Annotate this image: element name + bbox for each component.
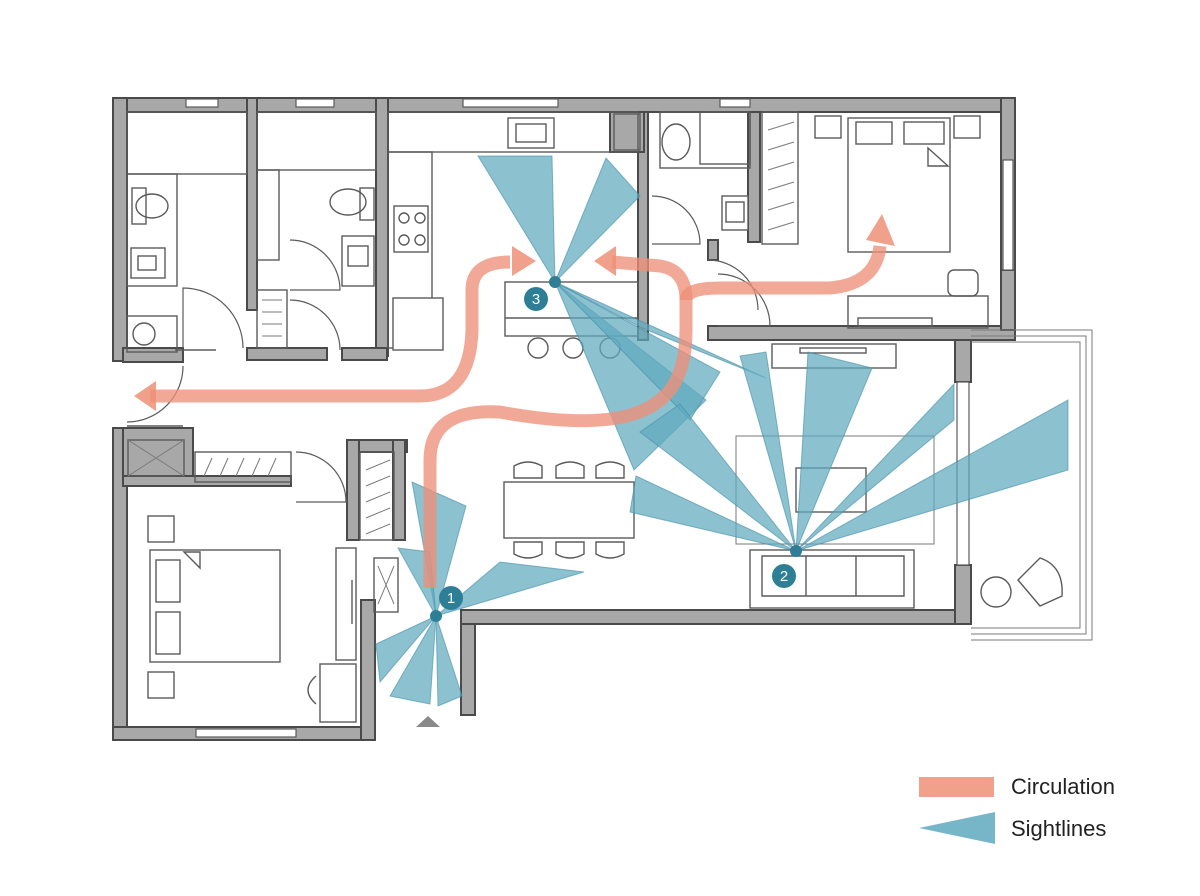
- circulation-path: [611, 255, 693, 301]
- dresser: [335, 547, 357, 661]
- sightline-cone: [639, 403, 797, 552]
- marker-label: 3: [532, 291, 540, 308]
- balcony-side-table: [980, 576, 1012, 608]
- oven-icon: [392, 297, 444, 351]
- viewpoints: 3 2 1: [430, 276, 802, 622]
- legend: Circulation Sightlines: [919, 774, 1115, 844]
- circulation-arrowhead: [866, 214, 895, 246]
- sightline-cone: [435, 615, 463, 707]
- kitchen-island: [504, 281, 639, 337]
- bed-icon: [149, 549, 281, 663]
- sightline-cone: [435, 561, 585, 617]
- sightline-cone: [477, 155, 556, 284]
- chair-icon: [513, 461, 543, 479]
- viewpoint-marker-1: 1: [439, 586, 463, 610]
- stool-icon: [527, 337, 549, 359]
- entry: [126, 365, 440, 727]
- living-room: [735, 343, 935, 609]
- circulation-path: [150, 255, 511, 403]
- chair-icon: [555, 461, 585, 479]
- sightline-cone: [554, 157, 641, 283]
- circulation-path: [423, 244, 887, 588]
- sightline-cone: [554, 281, 767, 379]
- circulation-arrowhead: [594, 246, 616, 276]
- viewpoint-dot: [790, 545, 802, 557]
- dining: [503, 461, 635, 559]
- sightlines-swatch: [919, 812, 995, 844]
- bed-icon: [847, 117, 951, 253]
- sink-icon: [130, 247, 166, 279]
- balcony: [971, 329, 1093, 641]
- legend-sightlines-label: Sightlines: [1011, 816, 1106, 841]
- balcony-chair: [1017, 557, 1063, 607]
- viewpoint-dot: [549, 276, 561, 288]
- entrance-arrow-icon: [416, 716, 440, 727]
- kitchen-sink-icon: [507, 117, 555, 149]
- circulation-arrowhead: [134, 381, 156, 411]
- marker-label: 1: [447, 590, 455, 607]
- cooktop-icon: [393, 205, 429, 253]
- viewpoint-marker-3: 3: [524, 287, 548, 311]
- circulation: [134, 214, 895, 588]
- chair-icon: [555, 541, 585, 559]
- walls: [112, 97, 1016, 741]
- kitchen: [387, 111, 641, 359]
- washer-icon: [132, 322, 156, 346]
- sightline-cone: [795, 382, 955, 552]
- master-bedroom: [717, 111, 989, 329]
- viewpoint-marker-2: 2: [772, 564, 796, 588]
- toilet-icon: [135, 193, 169, 219]
- bedroom-left: [127, 439, 399, 723]
- circulation-swatch: [919, 777, 994, 797]
- wardrobe: [194, 451, 292, 483]
- sightline-cone: [629, 475, 797, 552]
- sightline-cone: [795, 399, 1069, 552]
- toilet-icon: [329, 188, 367, 216]
- bathroom-left: [126, 111, 248, 353]
- legend-circulation-label: Circulation: [1011, 774, 1115, 799]
- chair-icon: [595, 541, 625, 559]
- sightline-cone: [375, 615, 437, 684]
- marker-label: 2: [780, 568, 788, 585]
- chair-icon: [513, 541, 543, 559]
- desk-icon: [847, 295, 989, 329]
- sink-icon: [341, 235, 375, 287]
- desk-icon: [319, 663, 357, 723]
- sightline-cone: [389, 615, 437, 705]
- ensuite: [651, 111, 759, 311]
- chair-icon: [307, 675, 317, 705]
- dining-table: [503, 481, 635, 539]
- sightline-cone: [795, 351, 873, 552]
- chair-icon: [947, 269, 979, 297]
- viewpoint-dot: [430, 610, 442, 622]
- toilet-icon: [661, 123, 691, 161]
- circulation-arrowhead: [512, 246, 536, 276]
- chair-icon: [595, 461, 625, 479]
- bathroom-middle: [256, 111, 377, 351]
- sightline-cone: [739, 351, 797, 552]
